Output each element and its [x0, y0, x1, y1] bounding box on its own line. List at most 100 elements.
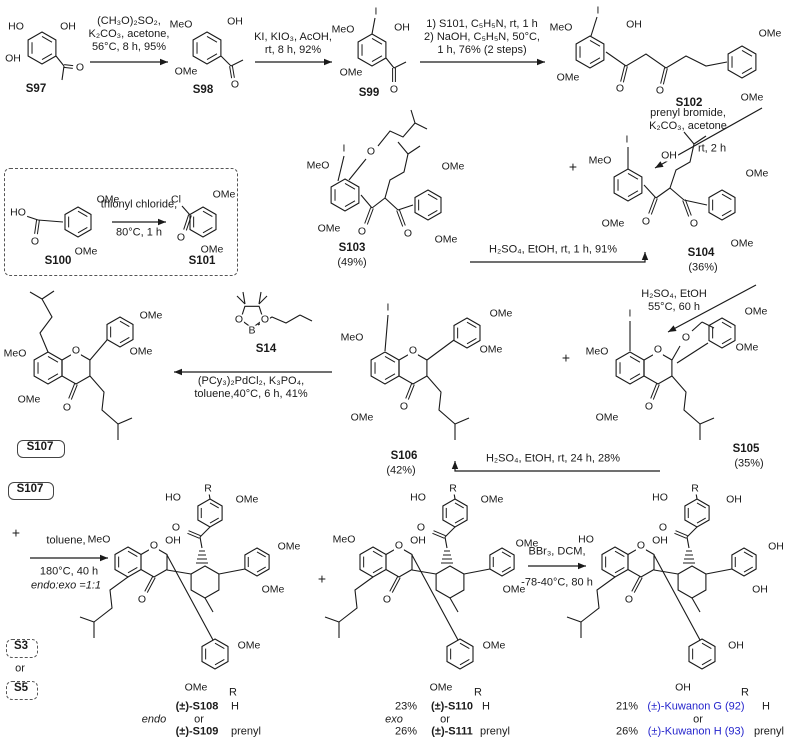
- bond: [230, 59, 244, 67]
- ring-double-bond: [202, 210, 213, 218]
- ring-double-bond: [629, 356, 641, 363]
- ring-double-bond: [371, 55, 383, 62]
- double-bond: [396, 210, 404, 227]
- ring-double-bond: [119, 336, 130, 344]
- bond: [299, 314, 313, 322]
- bond: [676, 342, 709, 364]
- ring-double-bond: [127, 550, 138, 558]
- bond: [655, 187, 671, 199]
- ring-double-bond: [344, 183, 356, 190]
- ring-double-bond: [614, 550, 625, 558]
- ring-double-bond: [721, 321, 732, 329]
- double-bond: [682, 200, 690, 217]
- arrow-head: [668, 325, 677, 332]
- arrow-prenylation: [654, 107, 763, 169]
- ring-double-bond: [454, 517, 464, 524]
- bond: [693, 135, 707, 145]
- double-bond: [231, 65, 235, 78]
- double-bond: [364, 207, 372, 224]
- bond: [705, 568, 733, 575]
- arrow-head: [174, 368, 182, 376]
- bond: [653, 554, 701, 641]
- ring: [727, 45, 757, 79]
- arrow-cyclization: [667, 284, 757, 333]
- bond: [258, 295, 268, 305]
- bond: [218, 568, 246, 575]
- bond: [695, 492, 698, 500]
- bond-chain: [377, 122, 416, 147]
- double-bond: [229, 66, 233, 79]
- ring-double-bond: [741, 50, 753, 57]
- ring-double-bond: [209, 502, 219, 509]
- bond: [566, 616, 582, 623]
- ring-double-bond: [384, 373, 396, 380]
- ring-double-bond: [372, 566, 383, 574]
- ring-double-bond: [466, 337, 477, 345]
- bond: [397, 204, 414, 211]
- ring: [140, 546, 168, 578]
- ring-double-bond: [206, 36, 218, 43]
- ring: [708, 189, 736, 221]
- double-bond: [64, 64, 74, 67]
- bond-chain: [257, 314, 301, 326]
- double-bond: [650, 383, 658, 399]
- arrow-head: [655, 161, 664, 168]
- double-bond: [405, 383, 413, 399]
- double-bond: [432, 532, 445, 539]
- double-bond: [684, 199, 692, 216]
- double-bond: [648, 197, 656, 214]
- ring-double-bond: [501, 551, 511, 558]
- arrow-head: [578, 562, 586, 570]
- bond: [444, 526, 456, 538]
- bond: [61, 65, 65, 81]
- arrow-s105-to-s106: [454, 461, 660, 472]
- bond: [411, 569, 437, 575]
- ring-double-bond: [47, 356, 59, 363]
- ring-double-bond: [206, 53, 218, 60]
- bond-chain: [384, 153, 409, 199]
- bond: [686, 536, 690, 549]
- bond: [384, 197, 399, 211]
- bond: [671, 345, 681, 361]
- ring-double-bond: [256, 551, 266, 558]
- bond-chain: [93, 576, 129, 623]
- bond: [686, 526, 698, 538]
- bond: [411, 554, 459, 641]
- ring-double-bond: [127, 566, 138, 574]
- bond: [166, 554, 214, 641]
- ring-double-bond: [454, 502, 464, 509]
- ring-double-bond: [627, 190, 639, 197]
- ring: [489, 547, 515, 577]
- bond: [463, 568, 491, 575]
- bond-chain: [426, 375, 456, 425]
- ring: [446, 638, 474, 670]
- arrow-head: [160, 58, 168, 66]
- double-bond: [146, 577, 156, 593]
- ring-double-bond: [741, 67, 753, 74]
- double-bond: [674, 532, 687, 539]
- bond: [444, 536, 448, 549]
- bond: [37, 219, 64, 223]
- ring-double-bond: [589, 57, 601, 64]
- bond: [414, 122, 428, 130]
- bond-chain: [605, 51, 728, 69]
- double-bond: [63, 66, 73, 69]
- ring: [627, 546, 655, 578]
- double-bond: [36, 220, 40, 235]
- ring-double-bond: [427, 193, 438, 201]
- bond: [669, 187, 685, 201]
- ring: [575, 35, 605, 69]
- double-bond: [68, 383, 76, 399]
- double-bond: [188, 530, 201, 537]
- ring: [613, 168, 643, 202]
- double-bond: [662, 68, 668, 85]
- ring-double-bond: [214, 658, 225, 666]
- bond: [181, 205, 191, 216]
- bond: [324, 616, 340, 623]
- ring-double-bond: [119, 320, 130, 328]
- ring-double-bond: [743, 566, 753, 573]
- bond: [199, 536, 203, 549]
- bond: [258, 291, 262, 305]
